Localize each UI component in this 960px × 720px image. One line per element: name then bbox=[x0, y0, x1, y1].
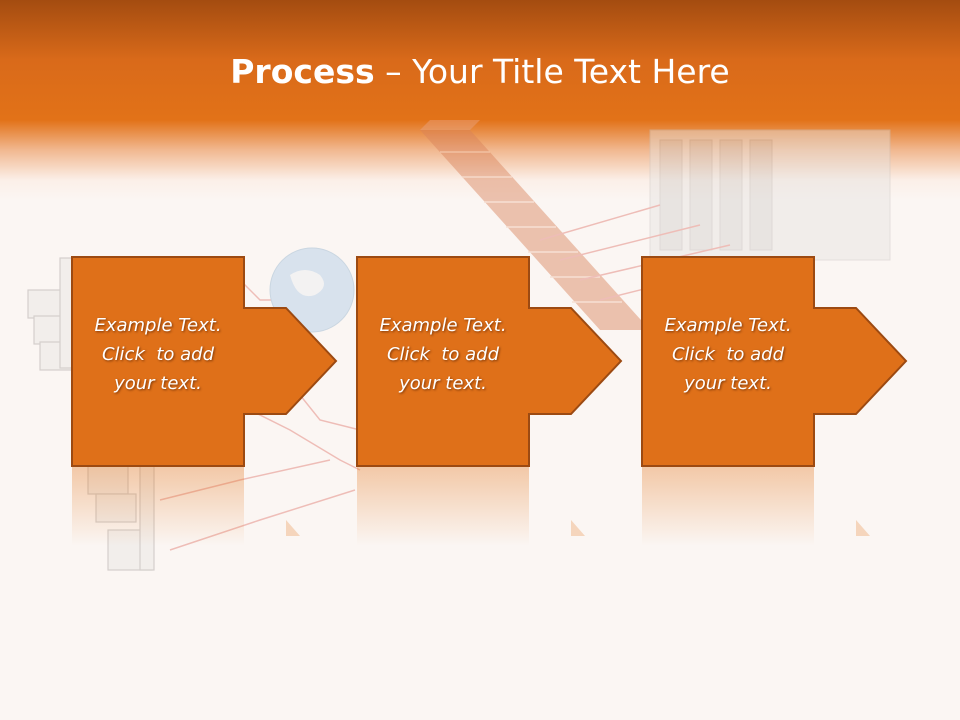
step-1-line-2: Click to add bbox=[101, 344, 214, 365]
step-1-text[interactable]: Example Text. Click to add your text. bbox=[72, 311, 244, 398]
process-step-1[interactable] bbox=[71, 256, 338, 467]
slide-title[interactable]: Process – Your Title Text Here bbox=[0, 52, 960, 91]
process-step-3[interactable] bbox=[641, 256, 908, 467]
step-3-line-2: Click to add bbox=[671, 344, 784, 365]
step-2-line-1: Example Text. bbox=[379, 315, 507, 336]
step-2-text[interactable]: Example Text. Click to add your text. bbox=[357, 311, 529, 398]
step-1-line-1: Example Text. bbox=[94, 315, 222, 336]
process-step-2[interactable] bbox=[356, 256, 623, 467]
firewall-wall bbox=[420, 120, 650, 330]
step-3-line-1: Example Text. bbox=[664, 315, 792, 336]
globe-icon bbox=[269, 247, 355, 333]
server-rack bbox=[649, 129, 891, 261]
step-3-text[interactable]: Example Text. Click to add your text. bbox=[642, 311, 814, 398]
step-2-line-3: your text. bbox=[399, 373, 487, 394]
step-1-line-3: your text. bbox=[114, 373, 202, 394]
step-3-line-3: your text. bbox=[684, 373, 772, 394]
title-bold-part: Process bbox=[230, 52, 375, 91]
title-rest-part: – Your Title Text Here bbox=[374, 52, 730, 91]
step-2-line-2: Click to add bbox=[386, 344, 499, 365]
title-banner bbox=[0, 0, 960, 200]
